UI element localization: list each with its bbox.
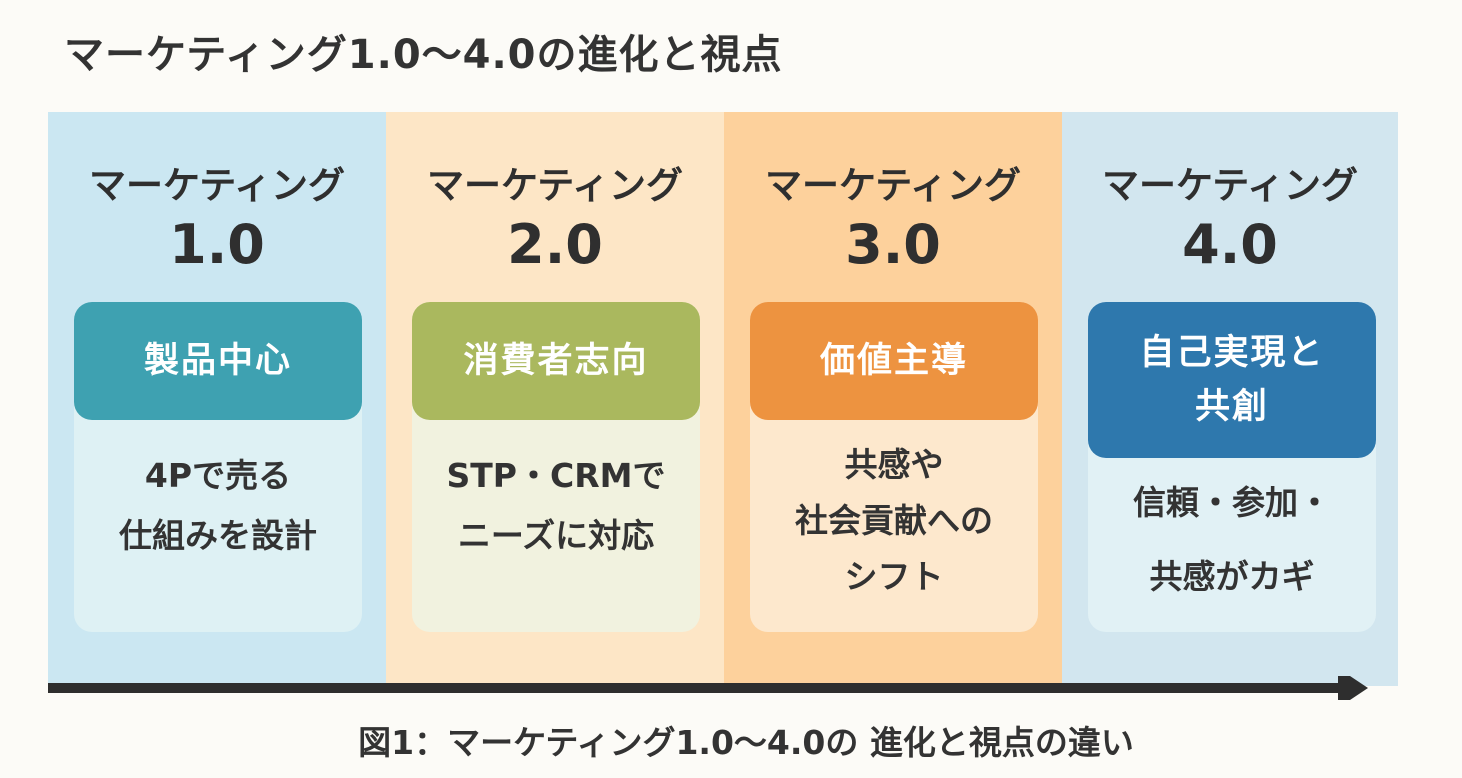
column-marketing-3: マーケティング 3.0 価値主導 共感や 社会貢献への シフト [724,112,1062,686]
column-header: マーケティング 1.0 [48,162,386,278]
keyword-box: 消費者志向 [412,302,700,420]
description: 4Pで売る 仕組みを設計 [74,420,362,632]
column-marketing-1: マーケティング 1.0 製品中心 4Pで売る 仕組みを設計 [48,112,386,686]
marketing-evolution-panel: マーケティング 1.0 製品中心 4Pで売る 仕組みを設計 マーケティング 2.… [48,112,1398,686]
keyword-box: 自己実現と 共創 [1088,302,1376,458]
keyword-line: 自己実現と [1139,333,1325,373]
description-line: STP・CRMで [446,456,666,495]
description-line: ニーズに対応 [457,516,655,555]
timeline-arrow-icon [48,676,1368,700]
column-marketing-4: マーケティング 4.0 自己実現と 共創 信頼・参加・ 共感がカギ [1062,112,1398,686]
keyword-text: 価値主導 [819,341,968,381]
keyword-line: 共創 [1194,387,1269,427]
description-line: 社会貢献への [795,501,993,540]
description: STP・CRMで ニーズに対応 [412,420,700,632]
column-label: マーケティング [88,164,346,207]
description-line: 共感がカギ [1149,557,1315,596]
column-label: マーケティング [764,164,1022,207]
page-title: マーケティング1.0〜4.0の進化と視点 [64,32,783,78]
description-line: 共感や [844,445,944,484]
description-line: 信頼・参加・ [1133,483,1331,522]
description: 共感や 社会貢献への シフト [750,420,1038,632]
concept-card: 自己実現と 共創 信頼・参加・ 共感がカギ [1088,302,1376,632]
column-header: マーケティング 3.0 [724,162,1062,278]
column-label: マーケティング [426,164,684,207]
description-line: シフト [844,557,944,596]
column-version: 4.0 [1182,213,1278,276]
keyword-text: 製品中心 [143,341,292,381]
description-line: 4Pで売る [144,456,292,495]
column-version: 3.0 [845,213,941,276]
description: 信頼・参加・ 共感がカギ [1088,458,1376,632]
column-version: 2.0 [507,213,603,276]
concept-card: 消費者志向 STP・CRMで ニーズに対応 [412,302,700,632]
column-version: 1.0 [169,213,265,276]
column-header: マーケティング 4.0 [1062,162,1398,278]
keyword-box: 価値主導 [750,302,1038,420]
keyword-box: 製品中心 [74,302,362,420]
column-label: マーケティング [1101,164,1359,207]
concept-card: 製品中心 4Pで売る 仕組みを設計 [74,302,362,632]
description-line: 仕組みを設計 [119,516,317,555]
concept-card: 価値主導 共感や 社会貢献への シフト [750,302,1038,632]
column-header: マーケティング 2.0 [386,162,724,278]
figure-caption: 図1：マーケティング1.0〜4.0の 進化と視点の違い [358,723,1134,762]
keyword-text: 消費者志向 [463,341,649,381]
column-marketing-2: マーケティング 2.0 消費者志向 STP・CRMで ニーズに対応 [386,112,724,686]
